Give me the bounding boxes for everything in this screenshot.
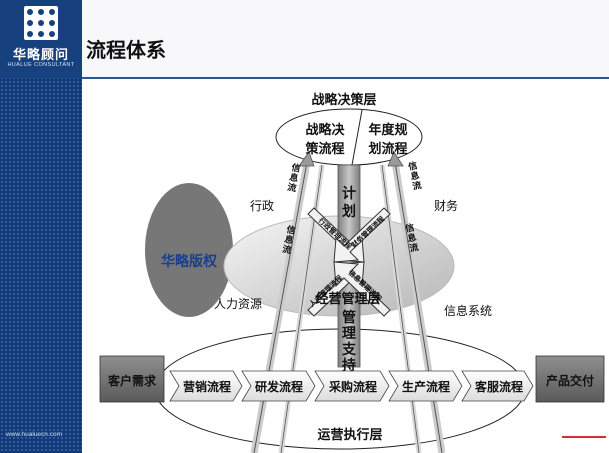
- top-ellipse-divider: [351, 109, 363, 166]
- support-char-2: 理: [342, 326, 356, 342]
- copyright-label: 华略版权: [161, 253, 218, 270]
- brand-name-english: HUALUE CONSULTANT: [7, 62, 75, 68]
- page-title: 流程体系: [86, 38, 166, 62]
- arrow-lower-right: [333, 261, 391, 317]
- info-flow-char: 流: [286, 181, 297, 195]
- info-flow-char: 息: [283, 233, 294, 247]
- info-flow-char: 息: [406, 231, 417, 245]
- process-step-procurement: 采购流程: [314, 370, 390, 402]
- plan-char-2: 划: [342, 203, 356, 220]
- process-step-label: 产品交付: [546, 373, 594, 388]
- logo-icon: [24, 6, 58, 40]
- info-flow-char: 信: [404, 221, 415, 235]
- left-shaft-outer: [250, 151, 315, 453]
- process-step-product-delivery: 产品交付: [535, 355, 605, 403]
- process-step-marketing: 营销流程: [169, 370, 243, 402]
- top-right-process-line2: 划流程: [368, 141, 407, 157]
- info-flow-label-lower-right: 信 息 流: [404, 221, 419, 254]
- logo: 华略顾问 HUALUE CONSULTANT: [0, 0, 82, 78]
- title-divider: [82, 77, 609, 79]
- title-bar: [82, 0, 609, 78]
- info-flow-label-lower-left: 信 息 流: [281, 223, 296, 256]
- process-step-label: 生产流程: [402, 379, 450, 394]
- process-step-label: 客服流程: [474, 379, 523, 394]
- finance-label: 财务: [434, 198, 458, 213]
- website-url: www.hualuecn.com: [6, 431, 62, 438]
- bottom-layer-label: 运营执行层: [317, 427, 382, 443]
- middle-layer-label: 经营管理层: [315, 291, 380, 307]
- info-system-label: 信息系统: [444, 303, 492, 318]
- info-flow-label-upper-right: 信 息 流: [407, 159, 422, 192]
- support-char-4: 持: [342, 357, 356, 374]
- process-step-customer-service: 客服流程: [461, 370, 534, 402]
- top-left-process-line1: 战略决: [305, 122, 345, 138]
- info-flow-label-upper-left: 信 息 流: [286, 161, 301, 194]
- info-flow-char: 流: [408, 241, 419, 255]
- process-step-label: 营销流程: [183, 379, 231, 394]
- process-step-production: 生产流程: [388, 370, 463, 402]
- top-left-process-line2: 策流程: [305, 141, 344, 157]
- process-step-label: 客户需求: [107, 373, 157, 388]
- process-step-customer-demand: 客户需求: [99, 355, 165, 403]
- process-step-rnd: 研发流程: [241, 370, 316, 402]
- arrow-upper-right: [333, 207, 391, 263]
- process-system-diagram: 行政管理流程 财务管理流程 人力管理流程 信息管理流程 战略决策层 战略决 策流…: [99, 92, 606, 453]
- right-shaft-outer: [387, 151, 446, 453]
- brand-name: 华略顾问: [12, 48, 69, 63]
- info-flow-char: 信: [290, 161, 301, 175]
- info-flow-char: 息: [409, 169, 420, 183]
- admin-label: 行政: [250, 199, 274, 213]
- accent-bar: [562, 436, 606, 438]
- sidebar: 华略顾问 HUALUE CONSULTANT www.hualuecn.com: [0, 0, 82, 453]
- info-flow-char: 息: [288, 171, 299, 185]
- support-char-1: 管: [342, 309, 356, 326]
- process-step-label: 采购流程: [328, 379, 377, 394]
- info-flow-char: 流: [411, 179, 422, 193]
- hr-label: 人力资源: [214, 297, 262, 311]
- support-char-3: 支: [341, 341, 357, 358]
- copyright-circle: [145, 183, 233, 317]
- plan-char-1: 计: [342, 185, 356, 202]
- process-step-label: 研发流程: [255, 379, 303, 394]
- info-flow-char: 流: [281, 243, 292, 257]
- top-right-process-line1: 年度规: [368, 122, 407, 138]
- top-layer-label: 战略决策层: [311, 92, 376, 108]
- info-flow-char: 信: [285, 223, 296, 237]
- info-flow-char: 信: [407, 159, 418, 173]
